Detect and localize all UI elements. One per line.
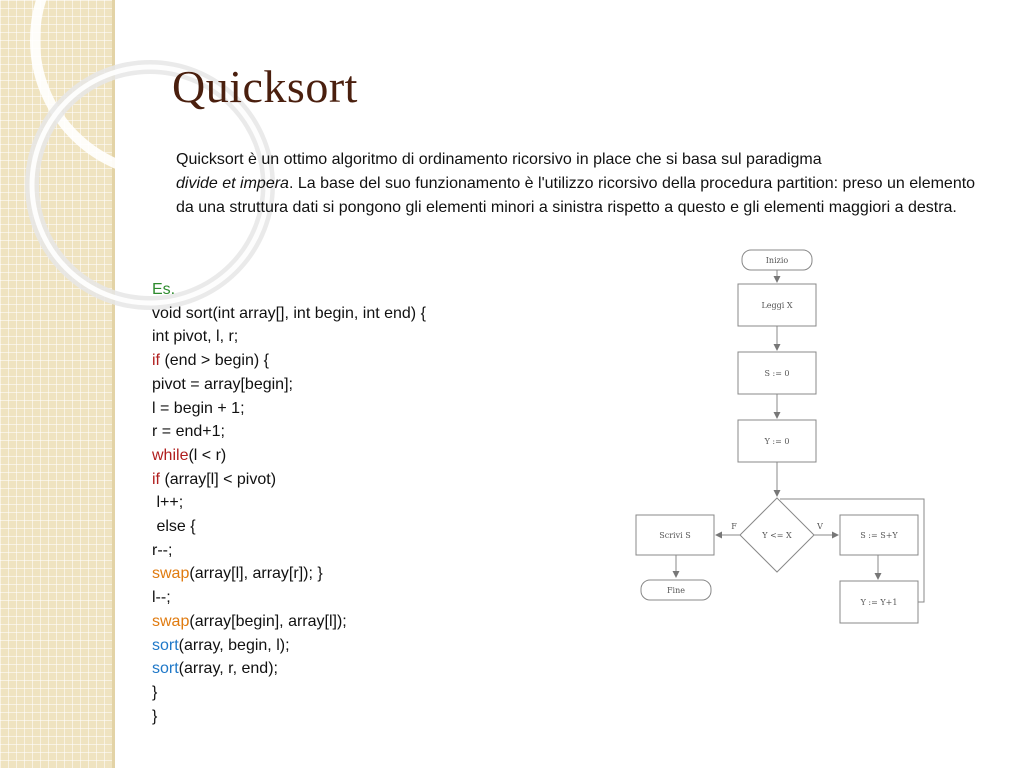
code-line: l--;: [152, 589, 171, 607]
intro-text-1: Quicksort è un ottimo algoritmo di ordin…: [176, 151, 822, 168]
code-line: swap(array[l], array[r]); }: [152, 562, 592, 586]
code-line: l++;: [152, 494, 184, 512]
code-keyword: while: [152, 446, 189, 464]
decorative-circles: [25, 0, 310, 310]
code-line: void sort(int array[], int begin, int en…: [152, 304, 426, 322]
flow-end: [640, 579, 712, 601]
flow-y-update-label: Y := Y+1: [860, 598, 898, 607]
code-line: else {: [152, 518, 196, 536]
code-keyword: sort: [152, 660, 179, 678]
code-text: (array, r, end);: [178, 660, 278, 678]
flow-read-label: Leggi X: [761, 301, 792, 310]
flow-false-label: F: [731, 522, 737, 531]
flow-s-update-label: S := S+Y: [860, 531, 898, 540]
flow-start-label: Inizio: [766, 256, 789, 265]
code-line: r--;: [152, 541, 173, 559]
code-text: (array[begin], array[l]);: [189, 612, 347, 630]
code-line: if (array[l] < pivot): [152, 468, 592, 492]
flow-y-init: [737, 419, 817, 463]
code-keyword: if: [152, 470, 160, 488]
code-line: int pivot, l, r;: [152, 328, 239, 346]
code-line: r = end+1;: [152, 423, 225, 441]
flow-write-label: Scrivi S: [659, 531, 690, 540]
slide-title: Quicksort: [172, 61, 358, 112]
code-line: sort(array, begin, l);: [152, 634, 592, 658]
flow-s-init-label: S := 0: [764, 369, 789, 378]
code-label: Es.: [152, 281, 176, 298]
side-band-edge: [112, 0, 115, 768]
code-keyword: swap: [152, 612, 190, 630]
flow-condition: [739, 497, 815, 573]
flow-y-update: [839, 580, 919, 624]
flowchart: Inizio Leggi X S := 0 Y := 0 Y <= X F V …: [635, 249, 925, 624]
code-line: l = begin + 1;: [152, 399, 245, 417]
code-line: pivot = array[begin];: [152, 375, 293, 393]
flow-condition-label: Y <= X: [761, 531, 792, 540]
code-example: Es. void sort(int array[], int begin, in…: [152, 278, 592, 728]
code-keyword: swap: [152, 565, 190, 583]
code-line: swap(array[begin], array[l]);: [152, 610, 592, 634]
code-line: if (end > begin) {: [152, 349, 592, 373]
flow-start: [741, 249, 813, 271]
code-keyword: if: [152, 352, 160, 370]
code-keyword: sort: [152, 636, 179, 654]
flow-s-update: [839, 514, 919, 556]
flow-end-label: Fine: [667, 586, 685, 595]
flow-true-label: V: [816, 522, 823, 531]
code-line: }: [152, 683, 158, 701]
flow-s-init: [737, 351, 817, 395]
flow-write: [635, 514, 715, 556]
code-line: while(l < r): [152, 444, 592, 468]
flow-y-init-label: Y := 0: [764, 437, 790, 446]
code-text: (array[l], array[r]); }: [189, 565, 323, 583]
intro-italic: divide et impera: [176, 175, 289, 192]
intro-paragraph: Quicksort è un ottimo algoritmo di ordin…: [176, 148, 976, 220]
code-line: }: [152, 707, 158, 725]
decorative-side-band: [0, 0, 112, 768]
code-text: (array, begin, l);: [178, 636, 290, 654]
intro-text-2: . La base del suo funzionamento è l'util…: [176, 175, 976, 216]
flow-read: [737, 283, 817, 327]
code-text: (l < r): [188, 446, 227, 464]
code-line: sort(array, r, end);: [152, 657, 592, 681]
code-text: (array[l] < pivot): [160, 470, 277, 488]
code-text: (end > begin) {: [160, 352, 269, 370]
